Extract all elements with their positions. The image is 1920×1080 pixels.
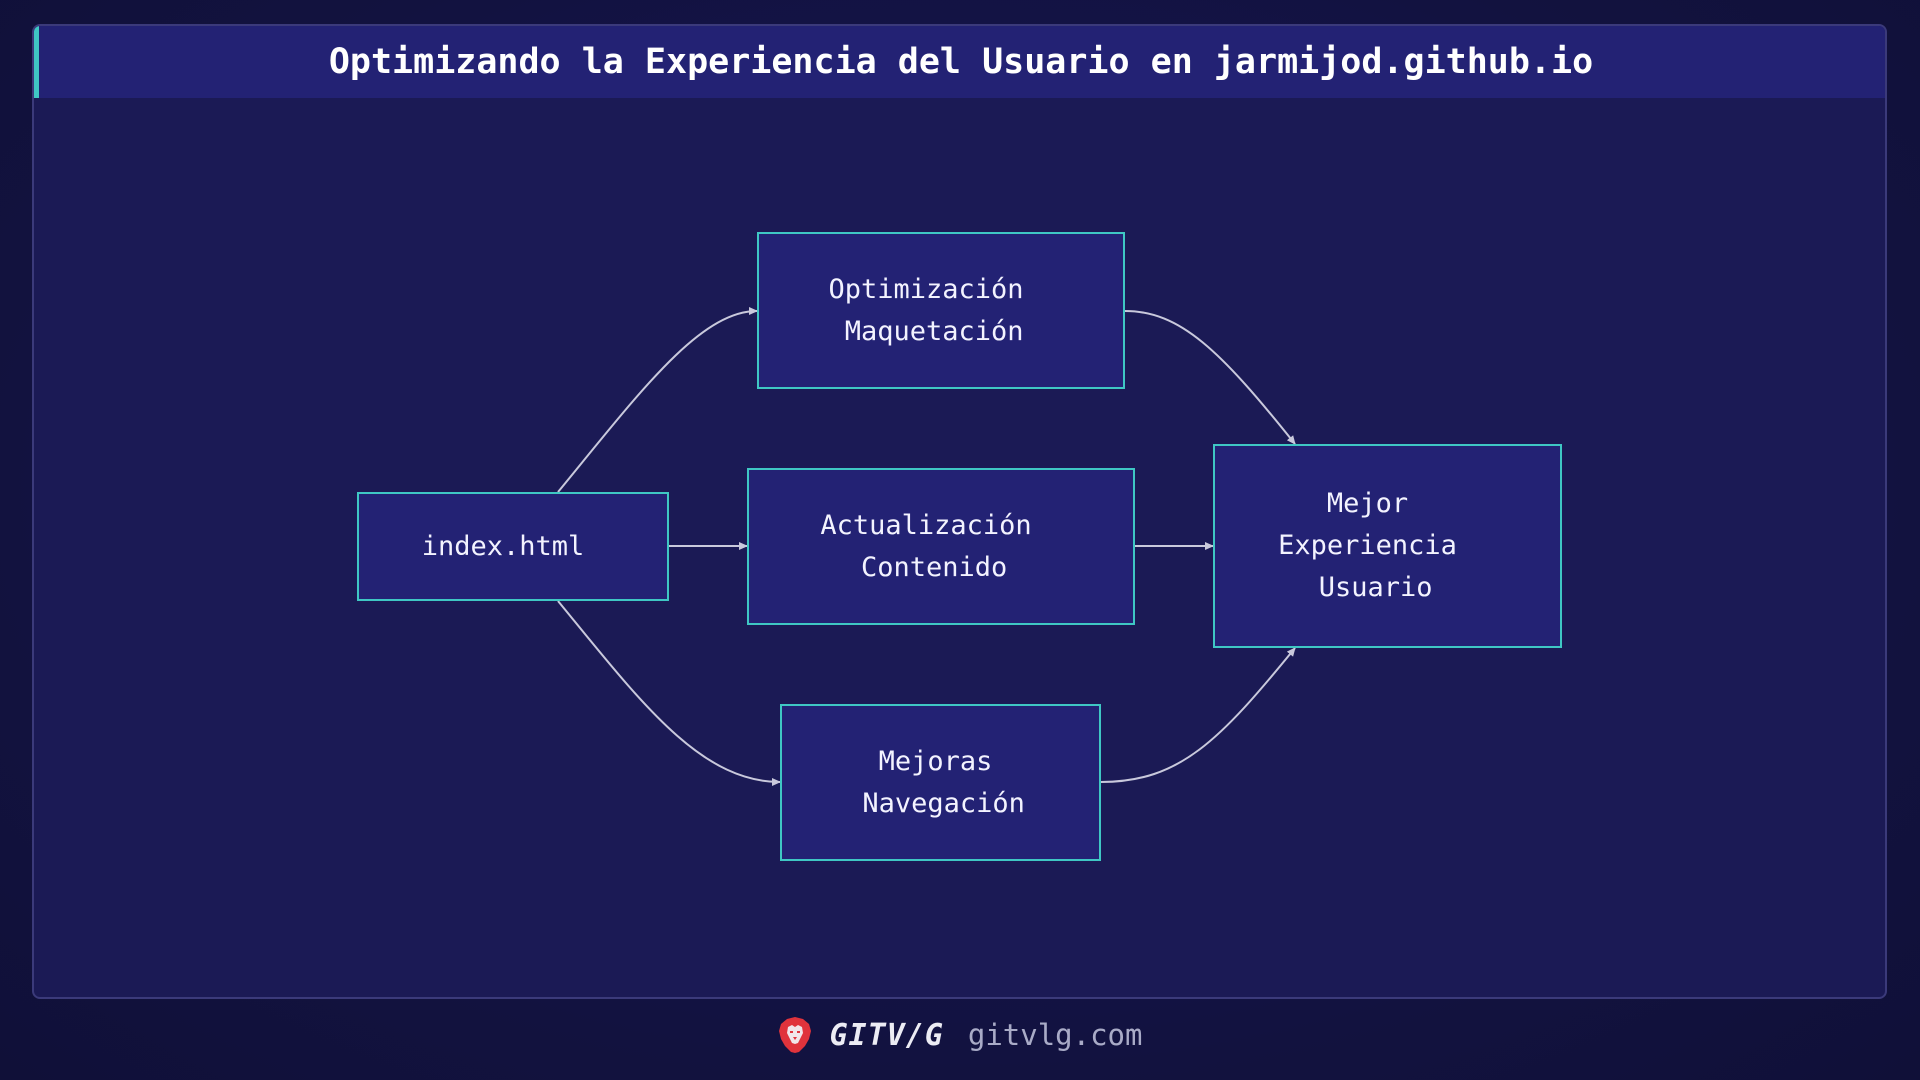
- node-label: Maquetación: [828, 315, 1024, 347]
- footer: GITV/G gitvlg.com: [0, 1010, 1920, 1060]
- node-optimizacion-maquetacion: Optimización Maquetación: [757, 232, 1125, 389]
- node-label: index.html: [421, 530, 585, 562]
- lion-head-icon: [778, 1017, 811, 1053]
- node-label: Contenido: [844, 551, 1008, 583]
- page-title: Optimizando la Experiencia del Usuario e…: [328, 42, 1594, 82]
- node-label: Navegación: [846, 787, 1025, 819]
- site-link[interactable]: gitvlg.com: [967, 1018, 1143, 1052]
- node-mejoras-navegacion: Mejoras Navegación: [780, 704, 1101, 861]
- node-label: Actualización: [820, 509, 1032, 541]
- node-index-html: index.html: [357, 492, 669, 601]
- node-label: Mejor: [1326, 488, 1409, 519]
- node-actualizacion-contenido: Actualización Contenido: [747, 468, 1135, 625]
- node-label: Mejoras: [878, 745, 993, 777]
- node-label: Usuario: [1302, 572, 1433, 603]
- brand-name: GITV/G: [829, 1017, 944, 1053]
- node-mejor-experiencia-usuario: Mejor Experiencia Usuario: [1213, 444, 1562, 648]
- node-label: Experiencia: [1278, 530, 1457, 561]
- title-bar: Optimizando la Experiencia del Usuario e…: [34, 26, 1885, 98]
- node-label: Optimización: [828, 273, 1024, 305]
